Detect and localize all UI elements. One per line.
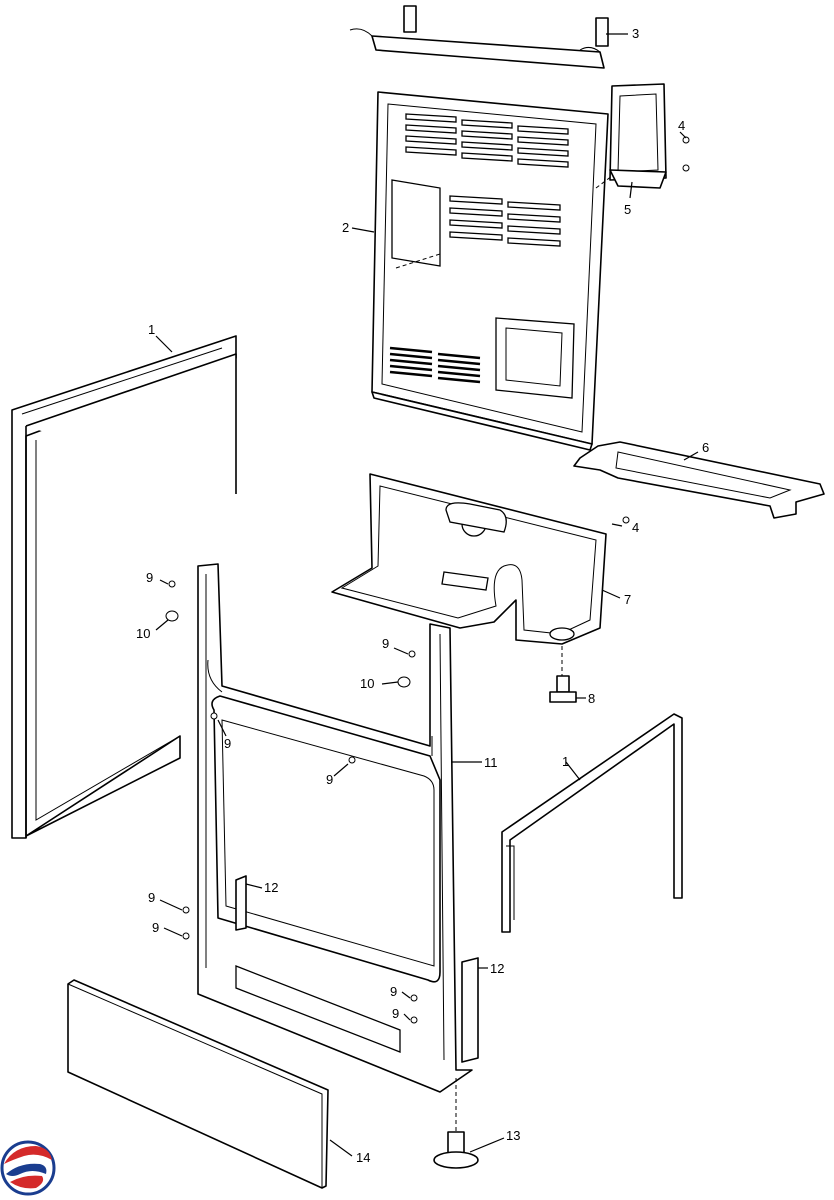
vent-louver [389,352,433,360]
vent-louver [437,364,481,372]
vent-slot [507,213,561,223]
cover-bracket [609,83,667,189]
callout-labels: 1 1 2 3 4 4 5 6 7 8 9 9 9 9 9 9 9 9 10 1… [136,26,709,1165]
vent-louver [389,358,433,366]
callout-leveling-foot: 13 [506,1128,520,1143]
vent-slot [449,207,503,217]
vent-louver [437,376,481,384]
callout-screw-a: 9 [146,570,153,585]
vent-slots [389,113,569,384]
screws [165,136,690,1024]
vent-slot [517,136,569,146]
callout-side-panel-left: 1 [148,322,155,337]
back-panel-window [391,179,575,399]
callout-hinge-right: 12 [490,961,504,976]
side-panel-left [11,335,237,839]
callout-kick-panel: 14 [356,1150,370,1165]
kick-panel [67,979,329,1189]
burner-tray [331,473,607,645]
leveling-foot [433,1131,479,1169]
callout-screw-c: 9 [224,736,231,751]
vent-slot [461,130,513,140]
vent-louver [389,346,433,354]
vent-slot [449,195,503,205]
callout-screw-e: 9 [148,890,155,905]
callout-base-plate: 6 [702,440,709,455]
vent-slot [461,119,513,129]
vent-louver [437,370,481,378]
callout-screw-d: 9 [326,772,333,787]
callout-front-frame: 11 [484,755,498,770]
vent-slot [449,219,503,229]
vent-slot [449,231,503,241]
base-plate [573,441,825,519]
callout-screw-h: 9 [392,1006,399,1021]
vent-slot [517,125,569,135]
callout-clip-a: 10 [136,626,150,641]
callout-side-panel-right: 1 [562,754,569,769]
vent-slot [461,141,513,151]
callout-screw-f: 9 [152,920,159,935]
hinge-right [461,957,479,1063]
callout-top-bracket: 3 [632,26,639,41]
callout-clip-b: 10 [360,676,374,691]
vent-slot [405,146,457,156]
vent-louver [389,364,433,372]
vent-slot [461,152,513,162]
callout-burner-tray: 7 [624,592,631,607]
vent-slot [517,147,569,157]
vent-slot [507,237,561,247]
vent-slot [517,158,569,168]
vent-slot [405,124,457,134]
callout-screw-b: 9 [382,636,389,651]
bolt [549,675,577,703]
callout-screw-top: 4 [678,118,685,133]
vent-slot [405,113,457,123]
callout-screw-mid: 4 [632,520,639,535]
vent-louver [437,358,481,366]
brand-logo [0,1140,56,1196]
vent-slot [507,225,561,235]
vent-louver [437,352,481,360]
front-frame [197,563,473,1093]
callout-bolt: 8 [588,691,595,706]
top-bracket [349,5,609,69]
callout-back-panel: 2 [342,220,349,235]
vent-louver [389,370,433,378]
callout-cover-bracket: 5 [624,202,631,217]
callout-hinge-left: 12 [264,880,278,895]
callout-screw-g: 9 [390,984,397,999]
vent-slot [507,201,561,211]
hinge-left [235,875,247,931]
side-panel-right [501,713,683,933]
vent-slot [405,135,457,145]
leader-lines [155,33,699,1157]
